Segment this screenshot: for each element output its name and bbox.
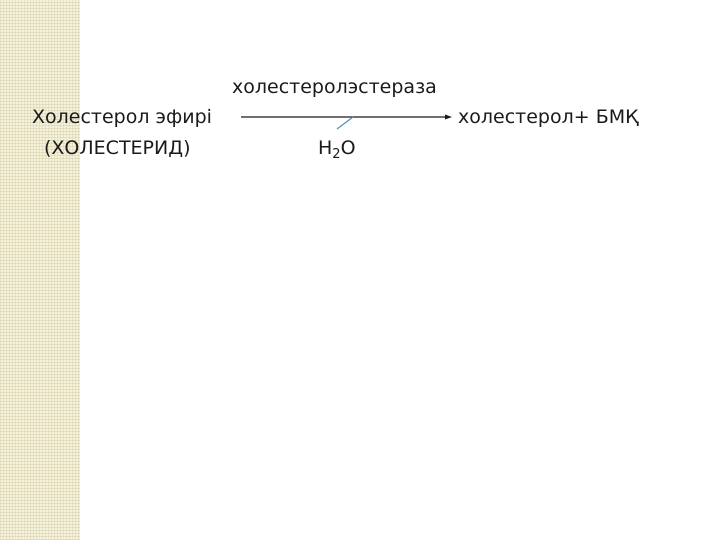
water-symbol-h: H	[318, 137, 333, 159]
water-branch-line	[336, 116, 354, 130]
reaction-arrow-head	[445, 114, 452, 120]
decorative-side-band	[0, 0, 80, 540]
water-subscript: 2	[332, 147, 341, 162]
enzyme-label: холестеролэстераза	[232, 76, 437, 98]
substrate-alt-label: (ХОЛЕСТЕРИД)	[44, 137, 191, 159]
water-symbol-o: O	[340, 137, 356, 159]
substrate-label: Холестерол эфирі	[32, 106, 212, 128]
water-label: H2O	[318, 137, 356, 162]
products-label: холестерол+ БМҚ	[458, 106, 639, 128]
